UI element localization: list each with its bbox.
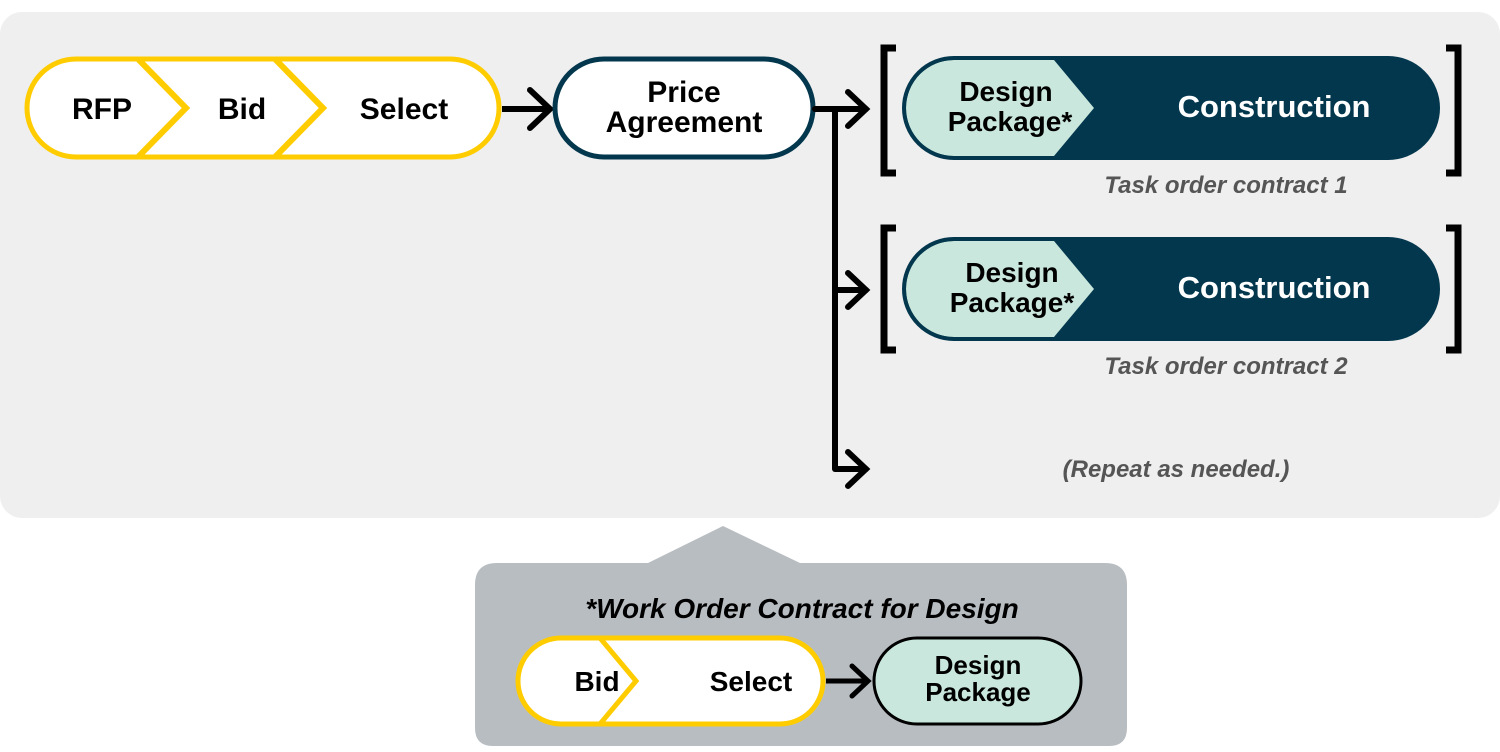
- chevron-divider: [135, 56, 191, 160]
- chevron-divider: [272, 56, 328, 160]
- callout-title: *Work Order Contract for Design: [585, 593, 1019, 624]
- left-bracket: [880, 224, 896, 354]
- callout-step-select: Select: [710, 666, 793, 697]
- design-line1: Design: [959, 76, 1052, 107]
- callout-steps-pill: [515, 635, 826, 727]
- task-order-2: Design Package* Construction Task order …: [880, 224, 1462, 380]
- arrowhead-icon: [845, 449, 871, 489]
- step-select: Select: [360, 93, 448, 126]
- construction-label: Construction: [1178, 89, 1371, 124]
- step-bid: Bid: [218, 93, 266, 126]
- design-line1: Design: [965, 257, 1058, 288]
- steps-pill: [24, 56, 502, 160]
- task-order-caption: Task order contract 2: [1104, 353, 1348, 380]
- arrowhead-icon: [845, 89, 871, 129]
- design-line2: Package*: [948, 106, 1073, 137]
- chevron-divider: [598, 636, 640, 726]
- price-agreement-line1: Price: [647, 76, 720, 109]
- arrow-to-price: [502, 87, 555, 131]
- design-package-line2: Package: [925, 677, 1031, 707]
- task-order-1: Design Package* Construction Task order …: [880, 44, 1462, 199]
- work-order-callout: *Work Order Contract for Design Bid Sele…: [475, 526, 1127, 746]
- step-rfp: RFP: [72, 93, 132, 126]
- design-package-node: [872, 636, 1083, 726]
- design-line2: Package*: [950, 287, 1075, 318]
- arrowhead-icon: [527, 87, 555, 131]
- price-agreement-node: Price Agreement: [552, 56, 816, 160]
- task-order-caption: Task order contract 1: [1104, 172, 1347, 199]
- right-bracket: [1446, 44, 1462, 177]
- left-bracket: [880, 44, 896, 177]
- branch-connectors: [812, 89, 871, 489]
- arrowhead-icon: [845, 270, 871, 310]
- right-bracket: [1446, 224, 1462, 354]
- construction-label: Construction: [1178, 270, 1371, 305]
- arrowhead-icon: [849, 663, 872, 699]
- procurement-steps: RFP Bid Select: [24, 56, 502, 160]
- design-package-segment: [906, 241, 1094, 337]
- design-package-segment: [906, 60, 1094, 156]
- design-package-line1: Design: [935, 650, 1022, 680]
- repeat-note: (Repeat as needed.): [1063, 456, 1290, 483]
- price-agreement-line2: Agreement: [606, 106, 763, 139]
- callout-step-bid: Bid: [574, 666, 619, 697]
